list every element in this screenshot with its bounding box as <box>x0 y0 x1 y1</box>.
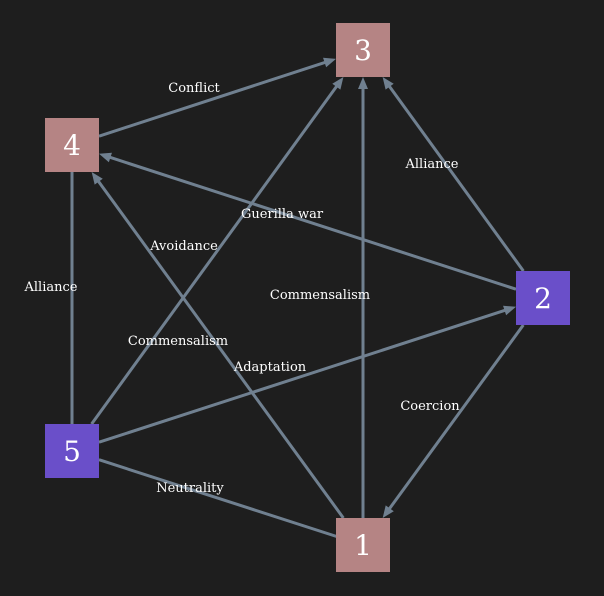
arrowhead-5-2 <box>503 305 516 316</box>
edge-label-5-2: Commensalism <box>128 334 228 349</box>
edge-5-1 <box>98 458 364 547</box>
nodes-layer: 1 2 3 4 5 <box>45 23 570 572</box>
edge-label-2-4: Guerilla war <box>241 207 324 222</box>
node-label-3: 3 <box>354 34 372 67</box>
edge-label-4-3: Conflict <box>168 81 220 96</box>
node-label-4: 4 <box>63 129 81 162</box>
edge-label-2-3: Alliance <box>405 157 459 172</box>
node-5[interactable]: 5 <box>45 424 99 478</box>
node-label-1: 1 <box>354 529 372 562</box>
arrowhead-4-3 <box>323 57 336 68</box>
edge-1-4 <box>96 178 345 519</box>
node-3[interactable]: 3 <box>336 23 390 77</box>
node-2[interactable]: 2 <box>516 271 570 325</box>
edge-label-5-3: Avoidance <box>149 239 218 254</box>
edge-label-1-4: Adaptation <box>233 360 307 375</box>
node-box-5 <box>45 424 99 478</box>
node-label-5: 5 <box>63 435 81 468</box>
edge-5-3 <box>90 83 339 425</box>
arrowhead-2-3 <box>382 77 394 90</box>
arrowhead-1-3 <box>358 77 368 89</box>
node-box-1 <box>336 518 390 572</box>
arrowhead-1-4 <box>91 172 103 185</box>
arrowhead-2-4 <box>99 152 112 163</box>
node-1[interactable]: 1 <box>336 518 390 572</box>
edge-2-1 <box>387 324 525 512</box>
edge-label-4-5: Alliance <box>24 280 78 295</box>
edge-5-2 <box>98 308 508 444</box>
edge-2-4 <box>107 155 517 291</box>
arrowhead-5-3 <box>332 77 344 90</box>
node-box-3 <box>336 23 390 77</box>
arrowhead-2-1 <box>382 505 394 518</box>
node-box-4 <box>45 118 99 172</box>
node-4[interactable]: 4 <box>45 118 99 172</box>
edge-label-5-1: Neutrality <box>156 481 224 496</box>
edge-label-1-3: Commensalism <box>270 288 370 303</box>
edge-4-3 <box>98 60 328 138</box>
node-label-2: 2 <box>534 282 552 315</box>
edge-2-3 <box>387 83 525 272</box>
edge-label-2-1: Coercion <box>400 399 460 414</box>
edges-layer <box>70 57 525 547</box>
node-box-2 <box>516 271 570 325</box>
